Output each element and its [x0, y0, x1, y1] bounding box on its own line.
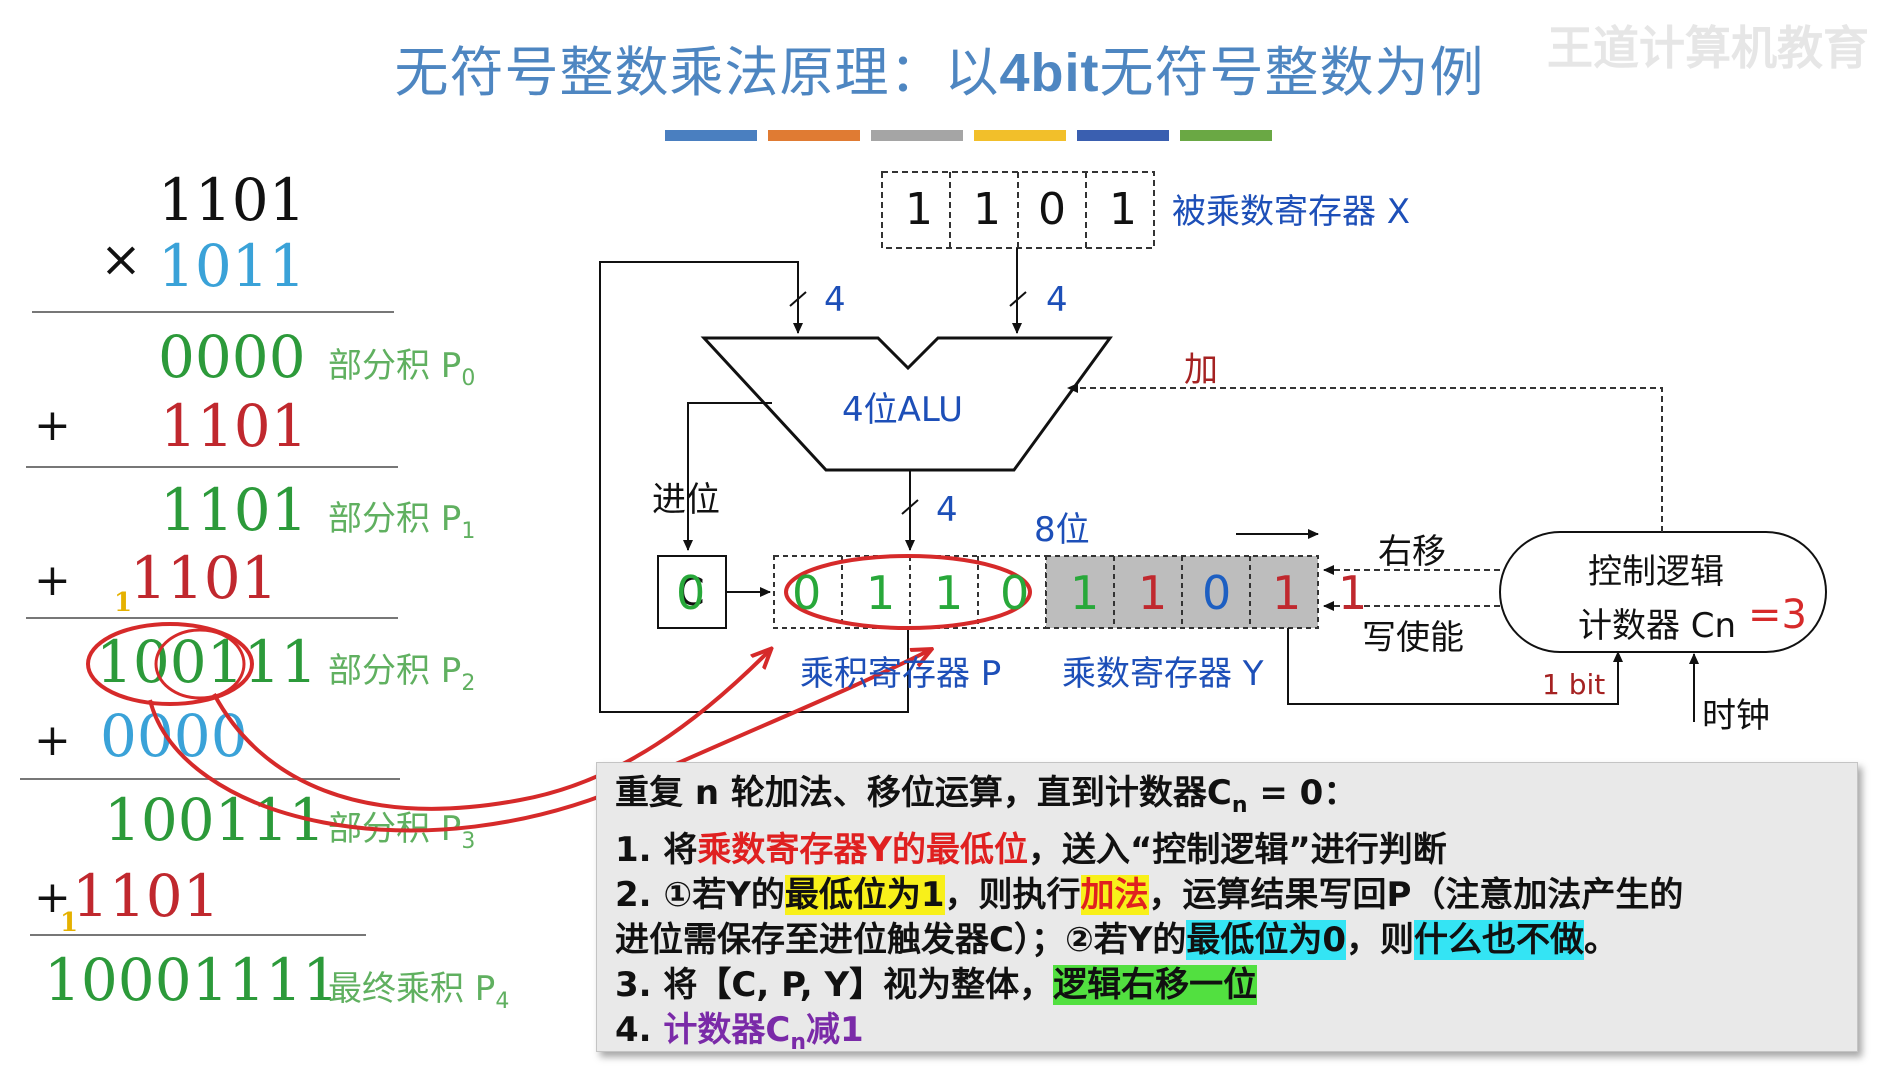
p2-highlight [86, 622, 254, 706]
p-bits-highlight [784, 554, 1032, 630]
color-bar [974, 130, 1066, 141]
label-p1: 部分积 P1 [328, 499, 476, 544]
plus-sign: + [34, 400, 71, 451]
note-line: 3. 将【C, P, Y】视为整体，逻辑右移一位 [615, 964, 1258, 1005]
plus-sign: + [34, 872, 71, 923]
y-bit: 1 [1138, 566, 1168, 620]
page-title: 无符号整数乘法原理：以4bit无符号整数为例 [394, 41, 1485, 104]
color-bar [871, 130, 963, 141]
partial-p0: 0000 [158, 323, 306, 391]
carry-digit: 1 [114, 588, 133, 618]
color-bar-strip [665, 130, 1285, 141]
final-product: 10001111 [44, 946, 340, 1014]
addend-1: 1101 [160, 392, 308, 460]
x-register-label: 被乘数寄存器 X [1172, 192, 1411, 232]
x-bit: 0 [1038, 184, 1066, 235]
note-line: 2. ①若Y的最低位为1，则执行加法，运算结果写回P（注意加法产生的 [615, 874, 1684, 915]
write-enable-label: 写使能 [1362, 618, 1464, 658]
color-bar [768, 130, 860, 141]
p-register-label: 乘积寄存器 P [800, 654, 1002, 694]
y-bit: 1 [1272, 566, 1302, 620]
clock-label: 时钟 [1702, 696, 1770, 736]
label-p2: 部分积 P2 [328, 651, 476, 696]
x-bit: 1 [973, 184, 1001, 235]
p2-low-bits-highlight [154, 628, 246, 700]
note-line: 进位需保存至进位触发器C）；②若Y的最低位为0，则什么也不做。 [615, 919, 1619, 960]
shift-right-label: 右移 [1378, 532, 1446, 572]
counter-label: 计数器 Cn [1578, 606, 1737, 646]
alu-label: 4位ALU [842, 390, 964, 430]
color-bar [1077, 130, 1169, 141]
note-line: 4. 计数器Cn减1 [615, 1009, 864, 1055]
note-line: 1. 将乘数寄存器Y的最低位，送入“控制逻辑”进行判断 [615, 829, 1447, 870]
y-bit: 0 [1202, 566, 1232, 620]
p-bit: 0 [1000, 566, 1030, 620]
p-bit: 0 [792, 566, 822, 620]
x-bit: 1 [905, 184, 933, 235]
label-final: 最终乘积 P4 [328, 969, 510, 1014]
times-sign: × [100, 230, 142, 288]
x-register [881, 171, 1155, 249]
bus-width-right: 4 [1046, 280, 1068, 320]
bus-width-left: 4 [824, 280, 846, 320]
addend-2: 1101 [130, 544, 278, 612]
y-bit: 1 [1070, 566, 1100, 620]
label-p0: 部分积 P0 [328, 346, 476, 391]
bus-width-out: 4 [936, 490, 958, 530]
eight-bit-label: 8位 [1034, 510, 1090, 550]
alu-shape [700, 336, 1113, 472]
c-value: 0 [676, 566, 706, 620]
c-label: C [678, 570, 705, 614]
y-shift-in-bit: 1 [1338, 566, 1368, 620]
divider-line [32, 311, 394, 313]
note-line: 重复 n 轮加法、移位运算，直到计数器Cn = 0： [615, 773, 1358, 818]
counter-value: =3 [1748, 592, 1807, 638]
annotation-arrow [148, 650, 930, 833]
divider-line [30, 934, 366, 936]
add-signal-label: 加 [1184, 350, 1218, 390]
partial-p3: 100111 [104, 786, 326, 854]
p-bit: 1 [866, 566, 896, 620]
one-bit-label: 1 bit [1542, 668, 1606, 701]
multiplicand: 1101 [158, 166, 306, 234]
divider-line [26, 466, 398, 468]
plus-sign: + [34, 555, 71, 606]
carry-label: 进位 [652, 480, 720, 520]
addend-3: 0000 [100, 702, 248, 770]
y-register [1045, 555, 1319, 629]
p-bit: 1 [934, 566, 964, 620]
plus-sign: + [34, 715, 71, 766]
color-bar [1180, 130, 1272, 141]
control-logic-title: 控制逻辑 [1588, 552, 1724, 592]
annotation-arrow [212, 650, 770, 811]
watermark: 王道计算机教育 [1547, 21, 1869, 75]
carry-digit: 1 [60, 908, 79, 938]
y-register-label: 乘数寄存器 Y [1062, 654, 1264, 694]
partial-p1: 1101 [160, 476, 308, 544]
addend-4: 1101 [72, 862, 220, 930]
color-bar [665, 130, 757, 141]
multiplier: 1011 [158, 232, 306, 300]
algorithm-notes: 重复 n 轮加法、移位运算，直到计数器Cn = 0： 1. 将乘数寄存器Y的最低… [596, 762, 1858, 1055]
partial-p2: 100111 [96, 628, 318, 696]
x-bit: 1 [1109, 184, 1137, 235]
divider-line [26, 617, 398, 619]
